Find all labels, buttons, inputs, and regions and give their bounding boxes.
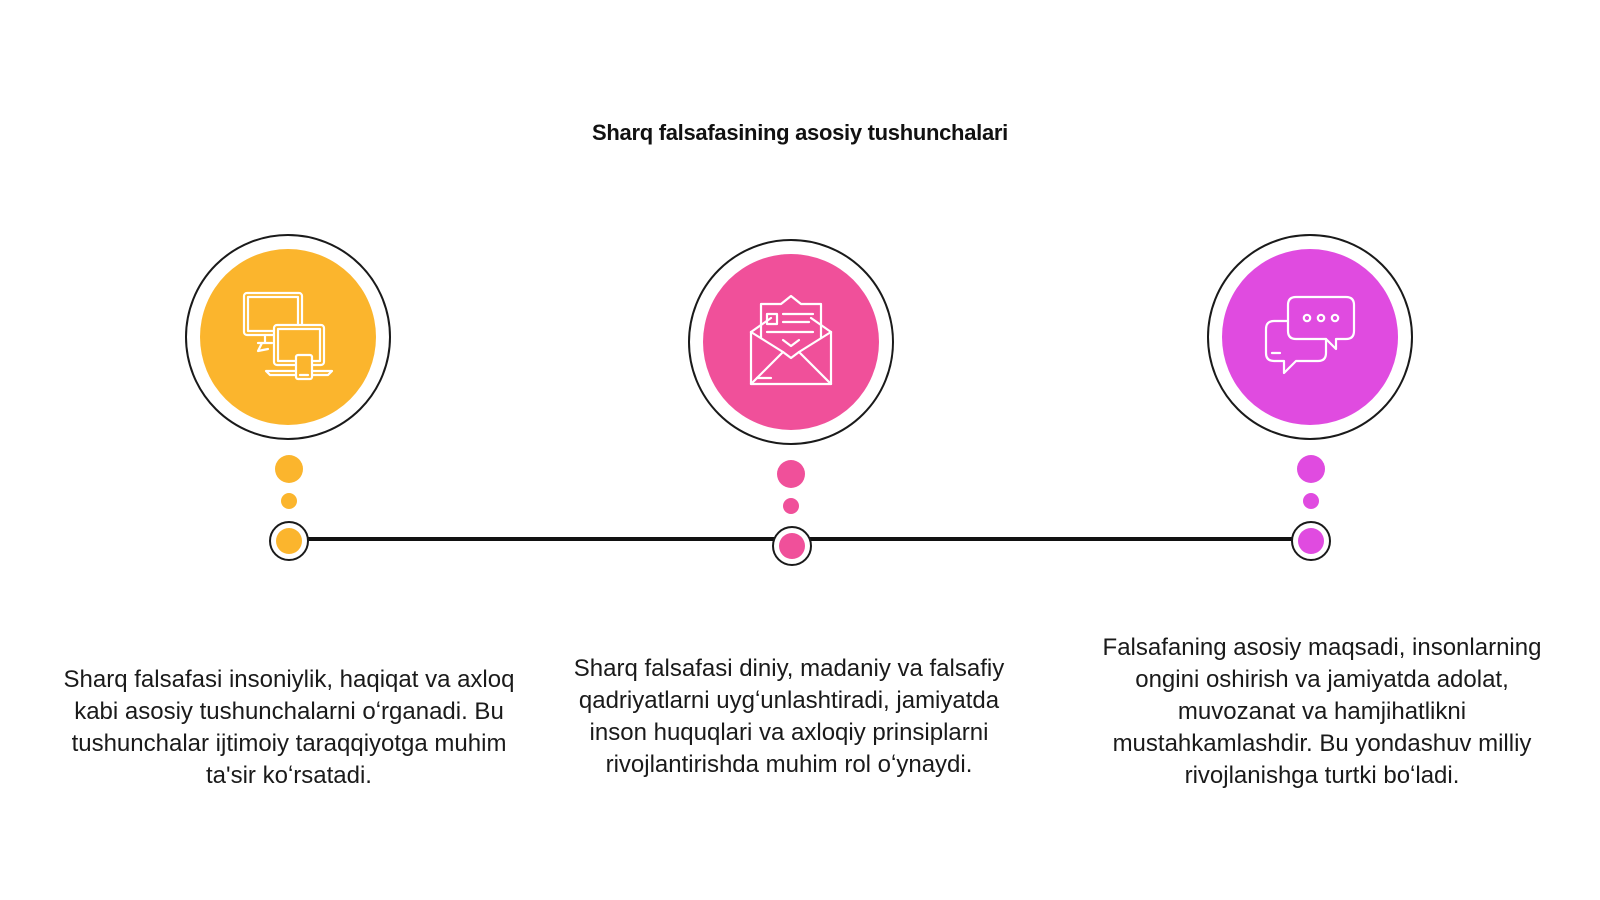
step-1-connector-dot-large <box>275 455 303 483</box>
step-2-icon-circle <box>688 239 894 445</box>
step-2-connector-dot-large <box>777 460 805 488</box>
step-3-icon-circle <box>1207 234 1413 440</box>
step-1-timeline-node <box>269 521 309 561</box>
step-2-timeline-node-fill <box>779 533 805 559</box>
step-1-timeline-node-fill <box>276 528 302 554</box>
step-3-connector-dot-small <box>1303 493 1319 509</box>
step-2-icon-fill <box>703 254 879 430</box>
step-3-description: Falsafaning asosiy maqsadi, insonlarning… <box>1102 634 1542 789</box>
step-1-connector-dot-small <box>281 493 297 509</box>
devices-icon <box>242 291 334 381</box>
step-2-description: Sharq falsafasi diniy, madaniy va falsaf… <box>573 655 1005 778</box>
step-1-description: Sharq falsafasi insoniylik, haqiqat va a… <box>63 666 515 789</box>
step-3-timeline-node <box>1291 521 1331 561</box>
step-3-connector-dot-large <box>1297 455 1325 483</box>
page-title: Sharq falsafasining asosiy tushunchalari <box>592 120 1008 145</box>
step-1-icon-fill <box>200 249 376 425</box>
step-2-timeline-node <box>772 526 812 566</box>
step-3-timeline-node-fill <box>1298 528 1324 554</box>
step-1-icon-circle <box>185 234 391 440</box>
step-3-icon-fill <box>1222 249 1398 425</box>
chat-bubbles-icon <box>1264 295 1356 375</box>
envelope-letter-icon <box>749 294 833 386</box>
step-2-connector-dot-small <box>783 498 799 514</box>
